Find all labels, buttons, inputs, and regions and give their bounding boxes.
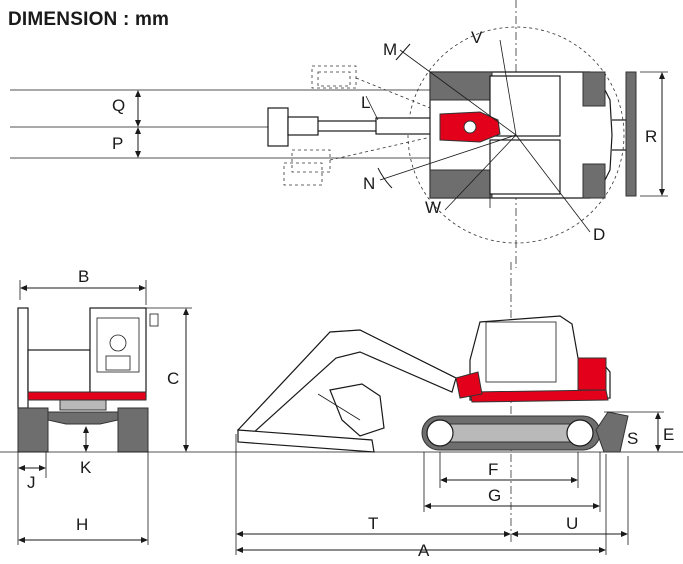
side-counterweight [577, 357, 607, 391]
top-track-left-front [429, 71, 493, 101]
label-j: J [27, 473, 36, 492]
top-cab [489, 75, 561, 137]
label-h: H [76, 515, 88, 534]
top-bucket [267, 107, 289, 147]
label-t: T [368, 514, 378, 533]
l-leader-line [365, 95, 379, 121]
top-view [10, 0, 668, 268]
front-boom-block [27, 349, 91, 399]
label-m: M [383, 40, 397, 59]
front-track-left [17, 407, 49, 453]
top-counterweight-lower [582, 163, 606, 199]
m-angle-line [399, 49, 517, 136]
side-view [0, 262, 683, 555]
label-u: U [566, 514, 578, 533]
d-radius-line [515, 134, 591, 233]
label-r: R [645, 127, 657, 146]
side-bucket [329, 383, 385, 437]
side-arm [237, 429, 375, 453]
front-cab [89, 307, 147, 399]
top-track-right-front [429, 169, 493, 199]
label-e: E [663, 425, 674, 444]
front-blade-edge [17, 307, 29, 409]
side-swing-bracket [455, 371, 483, 399]
label-p: P [112, 134, 123, 153]
side-cab-window [485, 321, 557, 383]
w-angle-line [444, 134, 517, 211]
top-counterweight-upper [582, 71, 606, 107]
label-g: G [488, 486, 501, 505]
label-a: A [418, 541, 430, 559]
n-angle-line [379, 134, 517, 181]
top-engine-cover [489, 139, 561, 195]
offset-bucket-ghosts [283, 65, 441, 186]
label-d: D [593, 225, 605, 244]
label-q: Q [112, 96, 125, 115]
label-w: W [425, 198, 441, 217]
label-b: B [78, 267, 89, 286]
top-dozer-blade [625, 71, 637, 197]
front-view [17, 280, 192, 545]
side-dozer-blade [595, 411, 629, 453]
v-angle-line [499, 39, 517, 136]
label-s: S [627, 429, 638, 448]
label-k: K [80, 458, 92, 477]
label-f: F [488, 460, 498, 479]
label-n: N [363, 174, 375, 193]
front-track-right [117, 407, 149, 453]
label-c: C [167, 369, 179, 388]
side-red-stripe [469, 389, 609, 403]
label-v: V [471, 28, 483, 47]
label-l: L [361, 93, 370, 112]
top-bucket-link [287, 116, 319, 136]
front-red-stripe [27, 391, 147, 401]
front-undercarriage [47, 411, 119, 425]
diagram-title: DIMENSION : mm [8, 9, 170, 30]
